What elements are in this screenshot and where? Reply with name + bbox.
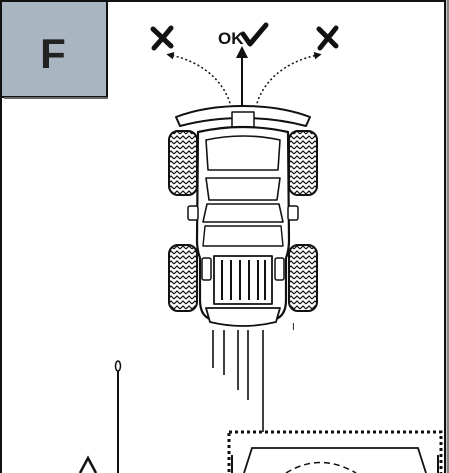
check-mark-icon bbox=[240, 22, 269, 47]
left-turn-arrow bbox=[166, 52, 233, 113]
ok-label: OK bbox=[218, 29, 244, 48]
up-arrow-icon bbox=[78, 455, 98, 473]
right-turn-arrow bbox=[254, 52, 322, 113]
panel-letter-badge: F bbox=[0, 0, 108, 99]
steering-callouts: OK bbox=[150, 22, 339, 113]
small-mark: I bbox=[292, 322, 295, 333]
x-mark-left-icon bbox=[150, 25, 174, 51]
rc-truck bbox=[168, 105, 318, 327]
transmitter-antenna bbox=[114, 360, 122, 473]
x-mark-right-icon bbox=[316, 25, 339, 51]
detail-callout-box bbox=[227, 430, 443, 473]
travel-lines bbox=[212, 330, 264, 432]
panel-letter: F bbox=[40, 30, 66, 77]
